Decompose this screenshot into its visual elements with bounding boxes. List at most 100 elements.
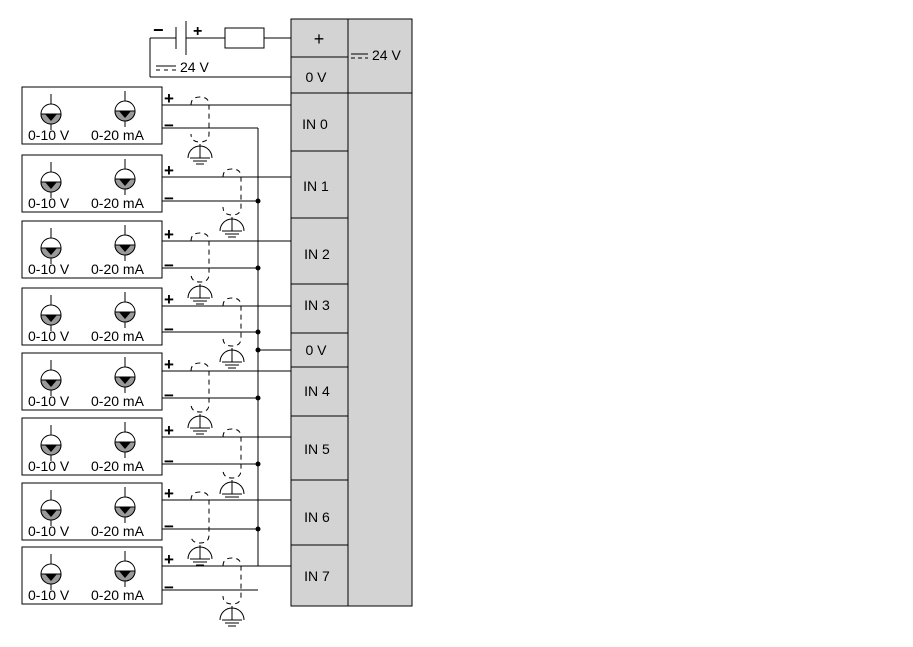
sensor-list: 0-10 V 0-20 mA + − 0-10 V 0-20 mA + − 0-10 V 0-20… [21,86,291,627]
sensor-voltage-label: 0-10 V [28,261,70,277]
sensor-voltage-label: 0-10 V [28,393,70,409]
sensor-1: 0-10 V 0-20 mA + − [21,154,291,238]
sensor-minus-sign: − [164,452,174,471]
sensor-3: 0-10 V 0-20 mA + − [21,287,291,369]
sensor-plus-sign: + [164,225,174,244]
module-supply-label: 24 V [372,47,401,63]
junction-dot [255,526,261,532]
cable-shield [222,428,242,479]
ground-icon [187,284,213,305]
fuse-icon [224,27,265,49]
sensor-plus-sign: + [164,484,174,503]
cable-shield [190,232,210,283]
current-source-icon [114,225,136,261]
sensor-current-label: 0-20 mA [91,195,145,211]
input-label-0: IN 0 [302,116,328,132]
voltage-source-icon [40,425,62,461]
voltage-source-icon [40,162,62,198]
sensor-voltage-label: 0-10 V [28,328,70,344]
input-label-5: IN 5 [304,441,330,457]
power-supply: − + 24 V [149,20,291,78]
current-source-icon [114,357,136,393]
sensor-current-label: 0-20 mA [91,393,145,409]
junction-dot [255,198,261,204]
sensor-current-label: 0-20 mA [91,328,145,344]
sensor-minus-sign: − [164,116,174,135]
battery-icon [149,21,225,77]
ground-icon [187,545,213,566]
ground-icon [219,606,245,627]
voltage-source-icon [40,295,62,331]
io-module: + 0 V 0 V IN 0 IN 1 IN 2 IN 3 IN 4 IN 5 … [290,18,413,607]
supply-dc-symbol-icon [156,65,176,71]
sensor-voltage-label: 0-10 V [28,195,70,211]
junction-dot [255,461,261,467]
sensor-5: 0-10 V 0-20 mA + − [21,417,291,501]
cable-shield [222,168,242,216]
sensor-current-label: 0-20 mA [91,523,145,539]
sensor-current-label: 0-20 mA [91,127,145,143]
voltage-source-icon [40,490,62,526]
sensor-current-label: 0-20 mA [91,587,145,603]
module-body-column [347,18,413,607]
junction-dot [255,347,261,353]
ground-icon [219,480,245,501]
voltage-source-icon [40,554,62,590]
module-zero-v-top: 0 V [305,69,327,85]
current-source-icon [114,91,136,127]
cable-shield [222,297,242,347]
cable-shield [190,96,210,143]
cable-shield [190,491,210,544]
supply-plus-sign: + [193,23,202,40]
current-source-icon [114,551,136,587]
sensor-plus-sign: + [164,161,174,180]
cable-shield [190,362,210,413]
junction-dot [255,395,261,401]
sensor-6: 0-10 V 0-20 mA + − [21,482,291,566]
junction-dot [255,329,261,335]
sensor-2: 0-10 V 0-20 mA + − [21,220,291,305]
voltage-source-icon [40,360,62,396]
input-label-1: IN 1 [303,178,329,194]
input-label-7: IN 7 [304,568,330,584]
current-source-icon [114,487,136,523]
sensor-plus-sign: + [164,290,174,309]
current-source-icon [114,159,136,195]
module-terminal-column [290,18,349,607]
ground-icon [219,348,245,369]
input-label-6: IN 6 [304,509,330,525]
sensor-current-label: 0-20 mA [91,261,145,277]
sensor-voltage-label: 0-10 V [28,587,70,603]
input-label-3: IN 3 [304,297,330,313]
sensor-minus-sign: − [164,189,174,208]
supply-voltage-label: 24 V [180,59,209,75]
sensor-voltage-label: 0-10 V [28,523,70,539]
sensor-plus-sign: + [164,355,174,374]
current-source-icon [114,292,136,328]
junction-dot [255,265,261,271]
cable-shield [222,557,242,605]
sensor-voltage-label: 0-10 V [28,458,70,474]
sensor-minus-sign: − [164,256,174,275]
module-zero-v-mid: 0 V [305,342,327,358]
sensor-plus-sign: + [164,421,174,440]
ground-icon [187,414,213,435]
voltage-source-icon [40,94,62,130]
ground-icon [187,144,213,165]
sensor-voltage-label: 0-10 V [28,127,70,143]
sensor-plus-sign: + [164,550,174,569]
current-source-icon [114,422,136,458]
module-plus-terminal: + [314,29,325,49]
ground-icon [219,217,245,238]
sensor-current-label: 0-20 mA [91,458,145,474]
voltage-source-icon [40,228,62,264]
sensor-4: 0-10 V 0-20 mA + − [21,352,291,435]
sensor-minus-sign: − [164,578,174,597]
input-label-4: IN 4 [304,383,330,399]
sensor-minus-sign: − [164,320,174,339]
sensor-minus-sign: − [164,517,174,536]
sensor-minus-sign: − [164,386,174,405]
supply-minus-sign: − [153,20,164,40]
